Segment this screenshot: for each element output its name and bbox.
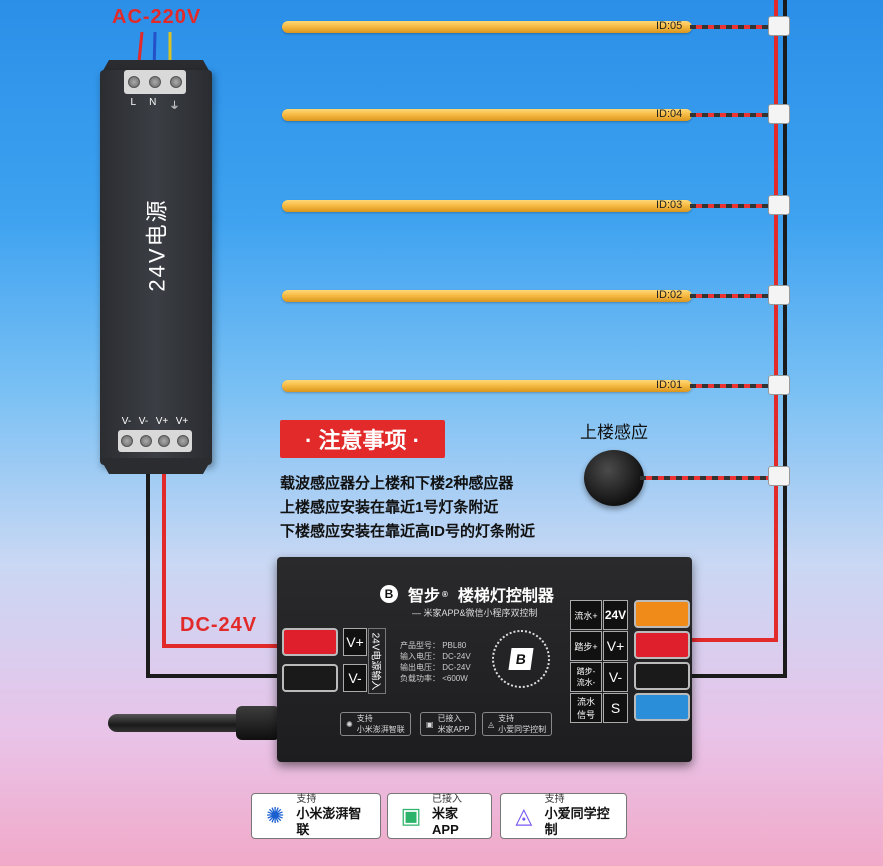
badge-mijia: ▣ 已接入 米家APP	[387, 793, 492, 839]
right-label-0: 流水+	[570, 600, 602, 630]
psu-output-terminal	[118, 430, 192, 452]
psu-input-labels: L N ⏚	[130, 97, 180, 112]
light-strip-02	[282, 290, 692, 302]
output-terminal-blue	[634, 693, 690, 721]
badge-xiaoai: ◬ 支持 小爱同学控制	[500, 793, 627, 839]
notice-line: 载波感应器分上楼和下楼2种感应器	[280, 475, 514, 492]
controller-subtitle: — 米家APP&微信小程序双控制	[412, 608, 538, 618]
strip-connector	[768, 285, 790, 305]
ac-220v-label: AC-220V	[112, 6, 202, 28]
notice-line: 上楼感应安装在靠近1号灯条附近	[280, 499, 499, 516]
inner-badge-hyperconnect: ✺ 支持小米澎湃智联	[340, 712, 411, 736]
vminus-label: V-	[343, 664, 367, 692]
input-terminal-vplus	[282, 628, 338, 656]
right-symbol-0: 24V	[603, 600, 628, 630]
strip-id-label: ID:05	[656, 20, 683, 32]
light-strip-04	[282, 109, 692, 121]
controller-title: B 智步® 楼梯灯控制器	[380, 582, 554, 606]
strip-id-label: ID:04	[656, 108, 683, 120]
strip-id-label: ID:02	[656, 289, 683, 301]
sensor-lead-wire	[640, 476, 770, 480]
strip-connector	[768, 375, 790, 395]
strip-connector	[768, 16, 790, 36]
output-terminal-orange	[634, 600, 690, 628]
brand-logo-icon: B	[380, 585, 398, 603]
strip-id-label: ID:03	[656, 199, 683, 211]
input-side-label: 24V电源输入	[368, 628, 386, 694]
right-label-1: 踏步+	[570, 631, 602, 661]
psu-input-terminal	[124, 70, 186, 94]
light-strip-03	[282, 200, 692, 212]
spec-list: 产品型号： PBL80 输入电压： DC-24V 输出电压： DC-24V 负载…	[400, 641, 471, 683]
qr-code: B	[492, 630, 550, 688]
right-symbol-2: V-	[603, 662, 628, 692]
strip-lead-wire	[690, 25, 770, 29]
sensor-connector	[768, 466, 790, 486]
xiaoai-icon: ◬	[488, 719, 495, 729]
brand-name: 智步	[408, 588, 441, 605]
psu-mount-bottom	[100, 458, 212, 474]
mijia-icon: ▣	[426, 719, 434, 729]
inner-badge-xiaoai: ◬ 支持小爱同学控制	[482, 712, 553, 736]
sensor-probe-head	[236, 706, 280, 740]
strip-id-label: ID:01	[656, 379, 683, 391]
input-terminal-vminus	[282, 664, 338, 692]
right-symbol-1: V+	[603, 631, 628, 661]
sensor-probe-rod	[108, 714, 248, 732]
light-strip-01	[282, 380, 692, 392]
strip-lead-wire	[690, 384, 770, 388]
upstairs-sensor	[584, 450, 644, 506]
hyperconnect-icon: ✺	[346, 719, 353, 729]
xiaomi-hyperconnect-icon: ✺	[265, 803, 285, 828]
sensor-label: 上楼感应	[580, 423, 648, 442]
right-label-3: 流水 信号	[570, 693, 602, 723]
light-strip-05	[282, 21, 692, 33]
right-symbol-3: S	[603, 693, 628, 723]
xiaoai-icon: ◬	[515, 803, 533, 828]
psu-body-label: 24V电源	[145, 198, 170, 292]
strip-connector	[768, 104, 790, 124]
mijia-app-icon: ▣	[400, 803, 422, 828]
strip-lead-wire	[690, 204, 770, 208]
right-label-2: 踏步- 流水-	[570, 662, 602, 692]
notice-line: 下楼感应安装在靠近高ID号的灯条附近	[280, 523, 536, 540]
strip-connector	[768, 195, 790, 215]
product-title: 楼梯灯控制器	[457, 588, 554, 605]
notice-title: · 注意事项 ·	[280, 420, 445, 458]
badge-hyperconnect: ✺ 支持 小米澎湃智联	[251, 793, 381, 839]
qr-logo-icon: B	[508, 648, 534, 670]
inner-badge-mijia: ▣ 已接入米家APP	[420, 712, 476, 736]
output-terminal-black	[634, 662, 690, 690]
strip-lead-wire	[690, 294, 770, 298]
power-supply-24v	[100, 70, 212, 465]
dc-24v-label: DC-24V	[180, 614, 258, 636]
psu-output-labels: V- V- V+ V+	[121, 416, 189, 427]
output-terminal-red	[634, 631, 690, 659]
strip-lead-wire	[690, 113, 770, 117]
vplus-label: V+	[343, 628, 367, 656]
